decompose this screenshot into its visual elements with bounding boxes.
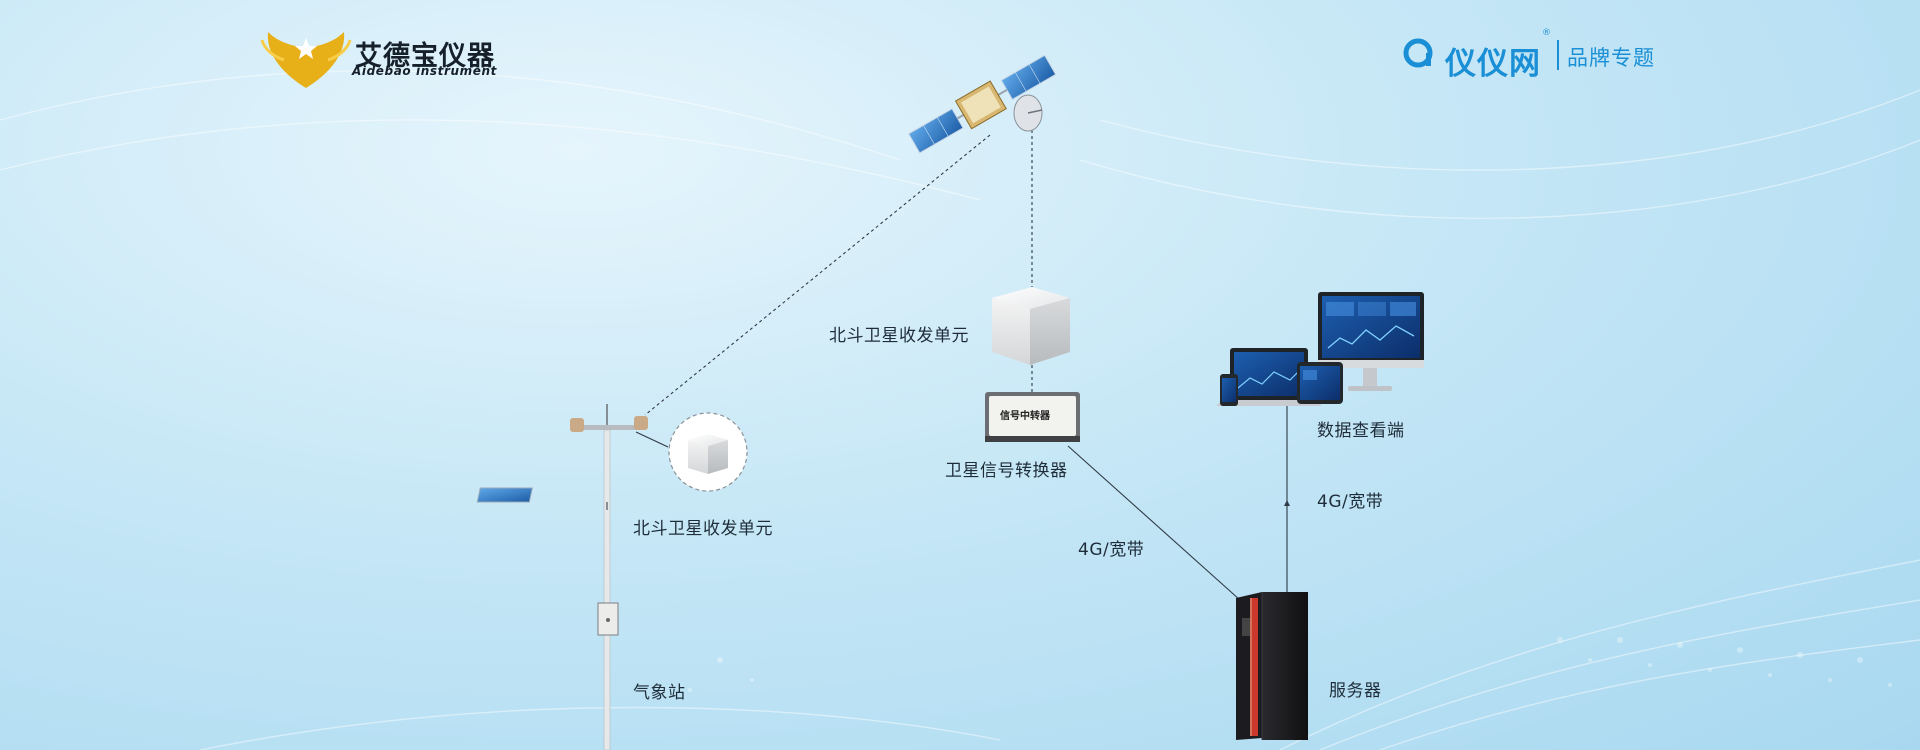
label-link-converter-server: 4G/宽带 [1078, 540, 1145, 560]
beidou-transceiver-station-icon [668, 412, 748, 492]
label-data-viewer: 数据查看端 [1317, 421, 1405, 441]
weather-station-icon [476, 404, 648, 750]
signal-converter-device [985, 392, 1080, 442]
background-curves [0, 69, 1920, 750]
link-pole-unit [635, 431, 669, 448]
brand-name-cn: 艾德宝仪器 [355, 41, 495, 72]
partner-subtitle: 品牌专题 [1567, 46, 1655, 70]
brand-name-en: Aidebao instrument [352, 64, 497, 78]
aidebao-logo-icon [260, 32, 352, 88]
partner-name: 仪仪网 [1445, 46, 1541, 82]
label-beidou-station: 北斗卫星收发单元 [633, 519, 773, 539]
partner-registered-mark: ® [1542, 28, 1551, 38]
partner-divider [1557, 40, 1559, 70]
link-converter-server [1067, 445, 1241, 601]
beidou-transceiver-top-icon [992, 287, 1070, 365]
label-link-viewer-server: 4G/宽带 [1317, 492, 1384, 512]
data-viewer-devices [1216, 292, 1424, 406]
label-relay-plate: 信号中转器 [1000, 411, 1050, 422]
label-converter: 卫星信号转换器 [945, 461, 1068, 481]
label-weather-station: 气象站 [633, 683, 686, 703]
label-beidou-top: 北斗卫星收发单元 [829, 326, 969, 346]
satellite-icon [908, 54, 1057, 154]
background-dots [688, 637, 1892, 692]
link-satellite-weather-station [644, 134, 991, 416]
arrow-viewer-server [1284, 500, 1290, 506]
partner-logo-icon [1403, 38, 1433, 68]
server-rack-icon [1236, 592, 1308, 740]
label-server: 服务器 [1329, 681, 1382, 701]
connection-lines [635, 118, 1288, 601]
